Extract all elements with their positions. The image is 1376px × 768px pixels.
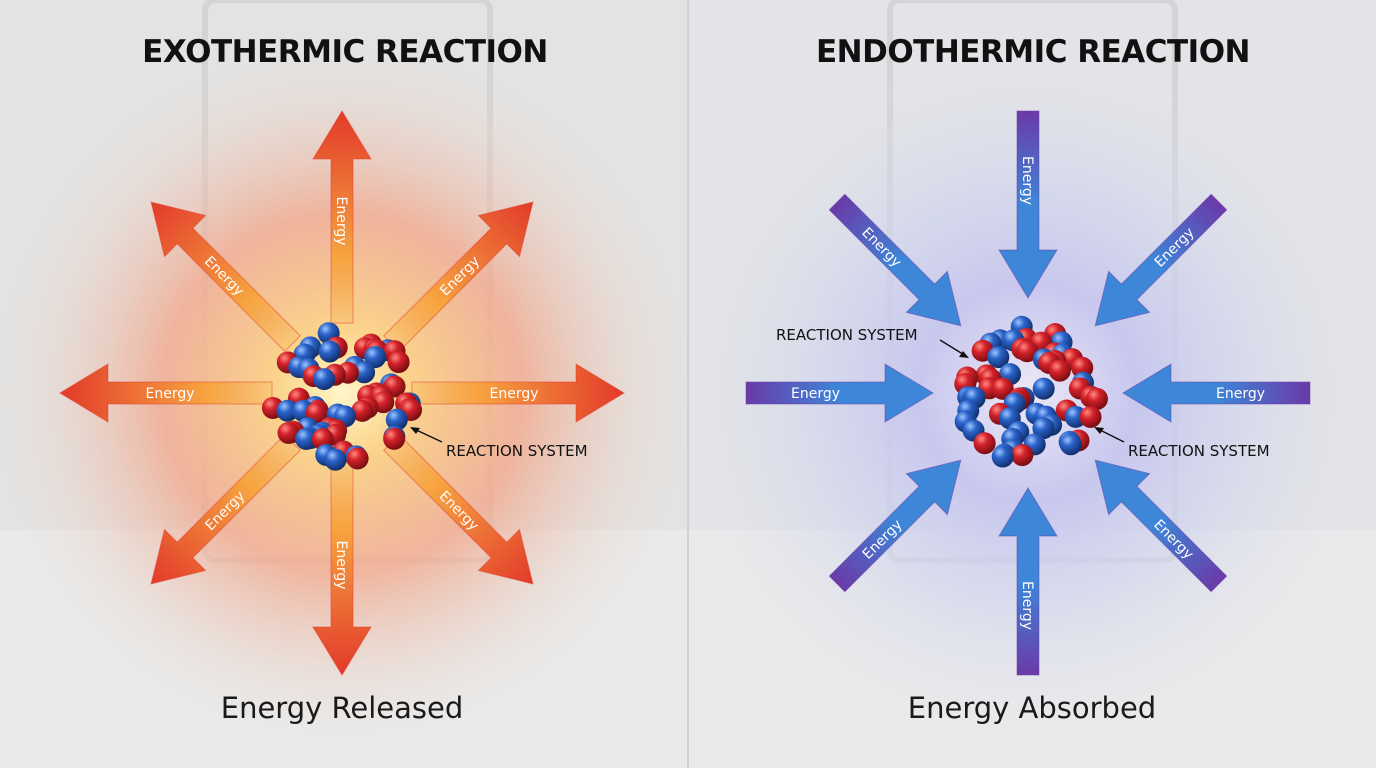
arrow-icon (411, 363, 625, 423)
arrow-icon (745, 363, 934, 423)
arrow-icon (312, 110, 372, 324)
arrow-icon (150, 434, 301, 585)
blue-particle (1032, 417, 1055, 440)
red-particle (1048, 359, 1071, 382)
red-particle (346, 447, 369, 470)
right-reaction-system (954, 315, 1108, 468)
arrow-icon (998, 110, 1058, 299)
energy-arrow-left: Energy (59, 363, 273, 423)
energy-arrow-down: Energy (312, 462, 372, 676)
energy-released-caption: Energy Released (221, 691, 463, 725)
red-particle (1079, 405, 1102, 428)
red-particle (387, 351, 410, 374)
arrow-icon (383, 201, 534, 352)
arrow-icon (998, 487, 1058, 676)
left-reaction-system (261, 322, 423, 471)
arrow-icon (1094, 193, 1228, 327)
blue-particle (318, 340, 341, 363)
right-system-callout-top: REACTION SYSTEM (776, 326, 969, 358)
callout-arrowhead-icon (1094, 427, 1104, 434)
callout-arrowhead-icon (410, 427, 420, 434)
energy-label: Energy (489, 386, 538, 402)
energy-arrow-right: Energy (1122, 363, 1311, 423)
energy-arrow-up: Energy (312, 110, 372, 324)
red-particle (1085, 387, 1108, 410)
red-particle (383, 427, 406, 450)
blue-particle (364, 346, 387, 369)
arrow-icon (828, 459, 962, 593)
energy-absorbed-caption: Energy Absorbed (908, 691, 1156, 725)
energy-label: Energy (791, 386, 840, 402)
energy-arrow-up: Energy (998, 110, 1058, 299)
arrow-icon (150, 201, 301, 352)
blue-particle (295, 427, 318, 450)
blue-particle (276, 399, 299, 422)
arrow-icon (59, 363, 273, 423)
energy-label: Energy (1216, 386, 1265, 402)
exothermic-title: EXOTHERMIC REACTION (142, 34, 548, 70)
red-particle (351, 399, 374, 422)
arrow-icon (312, 462, 372, 676)
left-system-callout: REACTION SYSTEM (410, 427, 588, 460)
energy-label: Energy (145, 386, 194, 402)
blue-particle (353, 361, 376, 384)
energy-arrow-right: Energy (411, 363, 625, 423)
arrow-icon (828, 193, 962, 327)
blue-particle (991, 445, 1014, 468)
blue-particle (1059, 433, 1082, 456)
reaction-system-label: REACTION SYSTEM (776, 326, 918, 344)
blue-particle (324, 448, 347, 471)
reaction-system-label-2: REACTION SYSTEM (1128, 442, 1270, 460)
energy-label: Energy (333, 540, 349, 589)
red-particle (973, 432, 996, 455)
left-energy-arrows: EnergyEnergyEnergyEnergyEnergyEnergyEner… (59, 110, 625, 676)
energy-label: Energy (1019, 156, 1035, 205)
red-particle (1011, 444, 1034, 467)
reaction-system-label: REACTION SYSTEM (446, 442, 588, 460)
energy-label: Energy (1019, 581, 1035, 630)
arrow-icon (1122, 363, 1311, 423)
arrow-icon (1094, 459, 1228, 593)
endothermic-title: ENDOTHERMIC REACTION (816, 34, 1250, 70)
blue-particle (987, 346, 1010, 369)
energy-label: Energy (333, 196, 349, 245)
energy-arrow-down: Energy (998, 487, 1058, 676)
blue-particle (1032, 377, 1055, 400)
red-particle (1016, 340, 1039, 363)
energy-arrow-left: Energy (745, 363, 934, 423)
blue-particle (313, 368, 336, 391)
callout-arrowhead-icon (959, 351, 969, 358)
right-system-callout-bottom: REACTION SYSTEM (1094, 427, 1270, 460)
arrow-icon (383, 434, 534, 585)
red-particle (277, 421, 300, 444)
blue-particle (385, 408, 408, 431)
red-particle (991, 377, 1014, 400)
